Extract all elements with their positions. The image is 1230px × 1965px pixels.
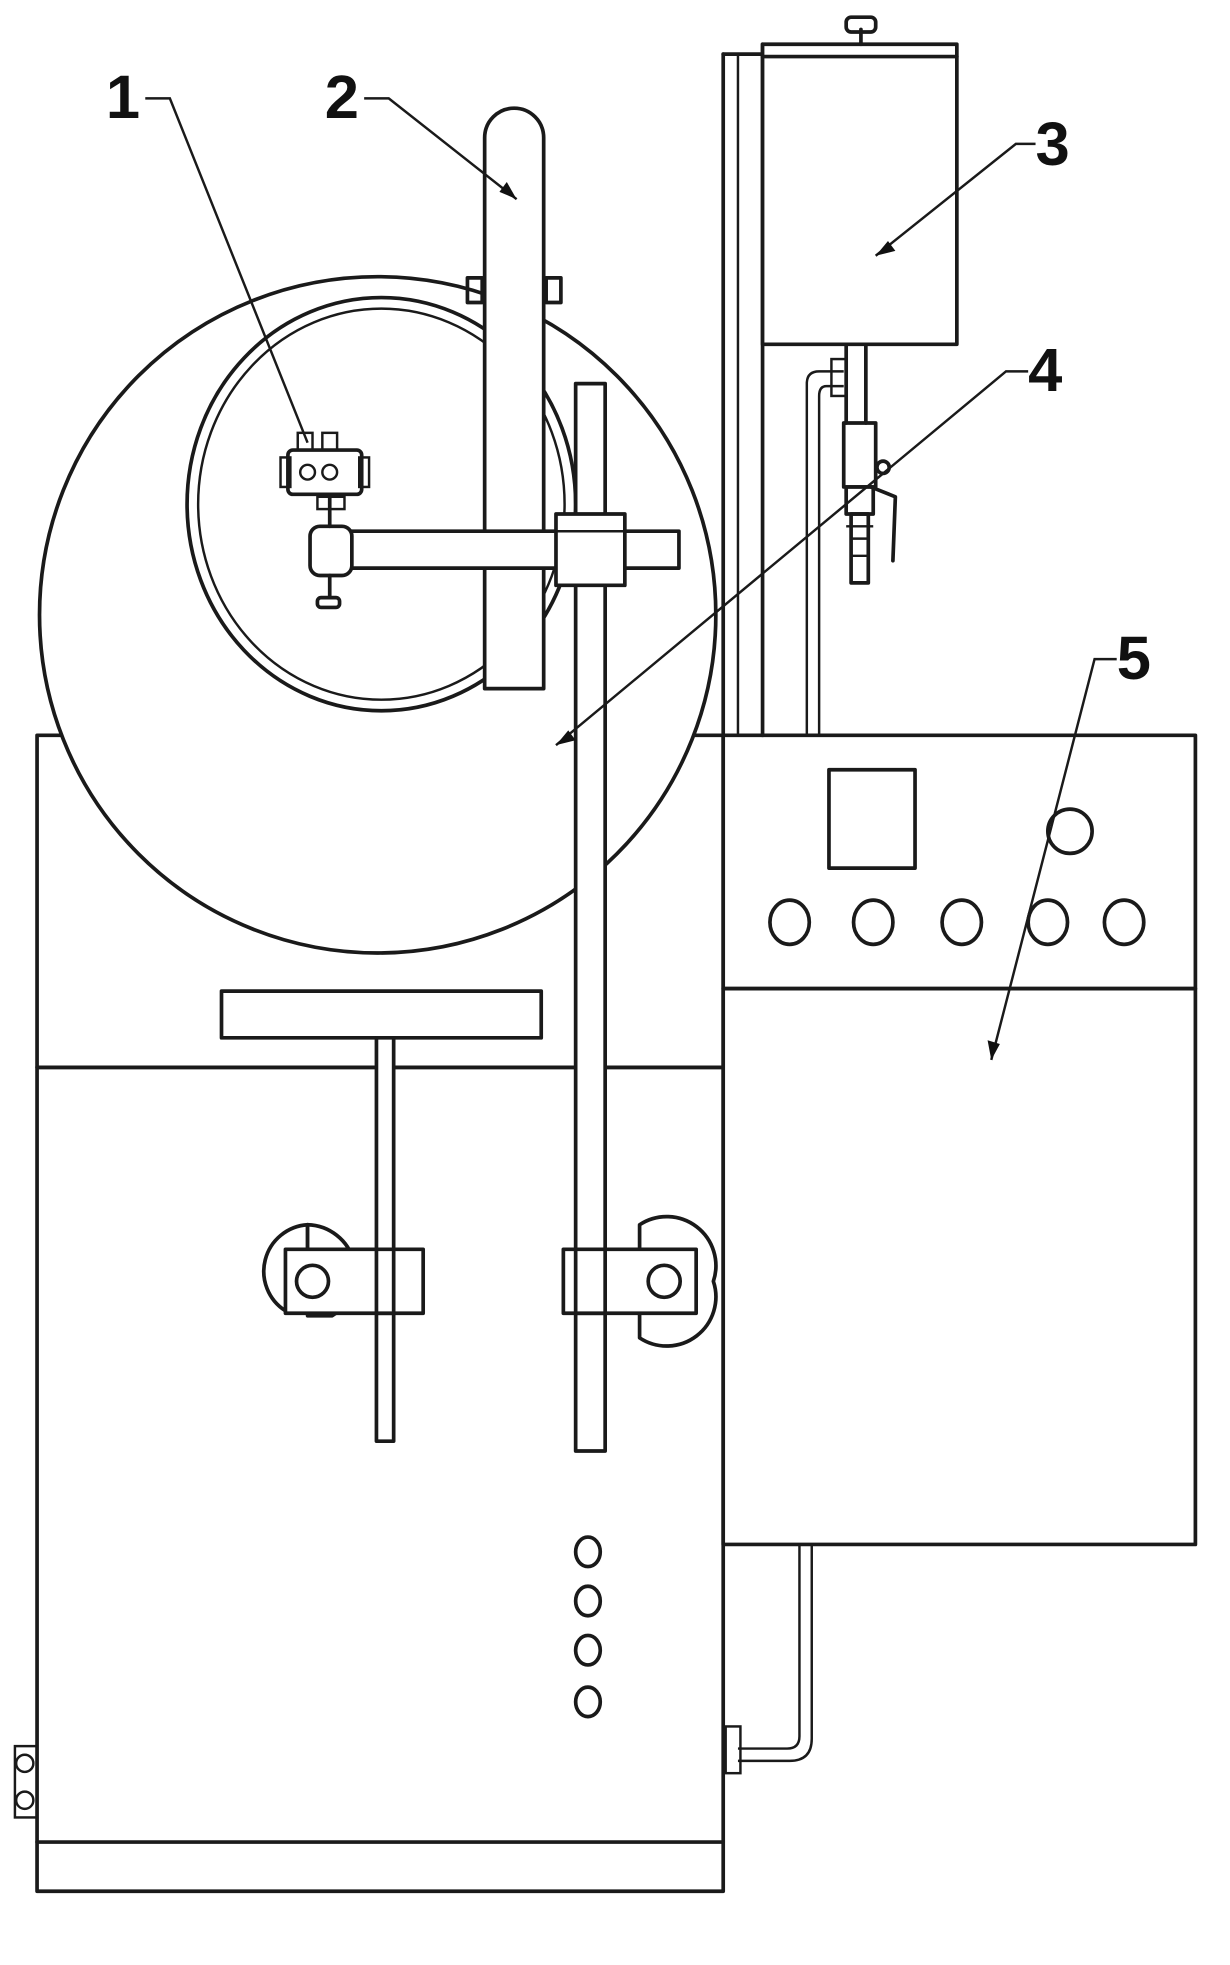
tower-frame xyxy=(723,44,762,735)
front-button xyxy=(576,1687,601,1717)
control-box xyxy=(723,735,1195,1544)
tank-valve xyxy=(844,423,876,487)
label-5: 5 xyxy=(1117,624,1151,693)
label-4: 4 xyxy=(1028,336,1062,405)
front-button xyxy=(576,1635,601,1665)
spray-arm xyxy=(344,531,678,568)
label-2: 2 xyxy=(325,63,359,132)
left-cabinet xyxy=(15,1067,723,1891)
tray-stand xyxy=(222,991,542,1441)
tray xyxy=(222,991,542,1038)
coating-drum xyxy=(40,277,716,953)
left-clamp xyxy=(264,1225,423,1316)
label-3: 3 xyxy=(1036,110,1070,179)
front-button xyxy=(576,1586,601,1616)
front-button xyxy=(576,1537,601,1567)
label-1: 1 xyxy=(106,63,140,132)
column-clamp xyxy=(556,514,625,585)
tank xyxy=(763,17,957,735)
drain-pipe xyxy=(726,1544,812,1773)
